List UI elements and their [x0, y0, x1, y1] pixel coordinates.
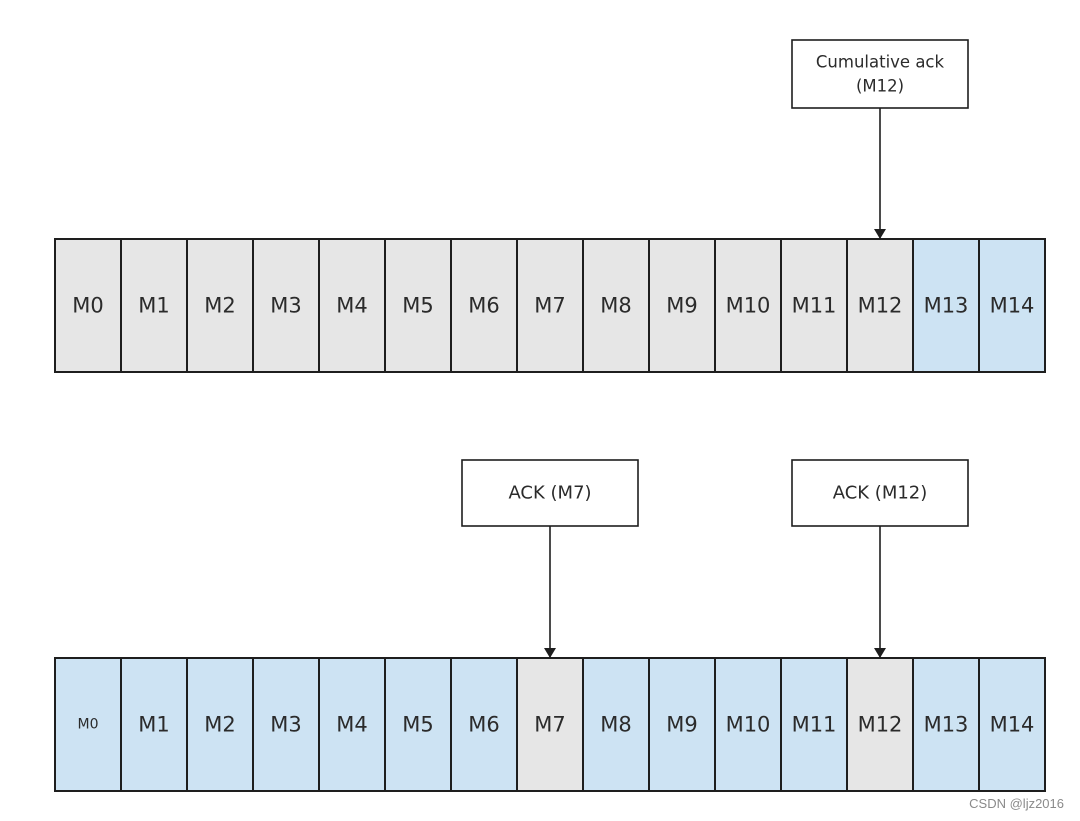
top-row-cell-label: M3	[270, 294, 301, 318]
watermark: CSDN @ljz2016	[969, 796, 1064, 811]
bottom-row-cell-m2	[186, 657, 254, 792]
top-row-cell-label: M7	[534, 294, 565, 318]
top-row-cell-label: M1	[138, 294, 169, 318]
bottom-row-cell-label: M13	[924, 713, 969, 737]
top-row-cell-m8	[582, 238, 650, 373]
top-row-cell-m1	[120, 238, 188, 373]
top-row-cell-m2	[186, 238, 254, 373]
top-row-callout-0-label: (M12)	[856, 77, 904, 96]
bottom-row-cell-m1	[120, 657, 188, 792]
top-row-cell-label: M5	[402, 294, 433, 318]
individual-ack-row-group: M0 M1 M2 M3 M4 M5 M6 M7 M8 M9 M10 M11 M12 M13 M14 ACK (…	[54, 459, 1046, 792]
bottom-row-cell-label: M14	[990, 713, 1035, 737]
bottom-row-cell-label: M11	[792, 713, 837, 737]
top-row-cell-label: M13	[924, 294, 969, 318]
bottom-row-cell-m13	[912, 657, 980, 792]
top-row-cell-m4	[318, 238, 386, 373]
bottom-row-callout-1-label: ACK (M12)	[833, 483, 928, 504]
top-row-cell-label: M14	[990, 294, 1035, 318]
bottom-row-cell-label: M9	[666, 713, 697, 737]
top-row-cell-m14	[978, 238, 1046, 373]
bottom-row-cell-m3	[252, 657, 320, 792]
top-row-cell-label: M12	[858, 294, 903, 318]
bottom-row-cell-label: M1	[138, 713, 169, 737]
top-row-cell-m11	[780, 238, 848, 373]
top-row-cell-m6	[450, 238, 518, 373]
bottom-row-cell-label: M10	[726, 713, 771, 737]
bottom-row-cell-m10	[714, 657, 782, 792]
top-row-cell-label: M8	[600, 294, 631, 318]
bottom-row-cell-label: M5	[402, 713, 433, 737]
bottom-row-cell-label: M7	[534, 713, 565, 737]
bottom-row-cell-label: M8	[600, 713, 631, 737]
bottom-row-callout-0-box	[461, 459, 639, 527]
top-row-callout-0-box	[791, 39, 969, 109]
bottom-row-cell-label: M3	[270, 713, 301, 737]
bottom-row-cell-label: M4	[336, 713, 367, 737]
top-row-cell-m13	[912, 238, 980, 373]
bottom-row-cell-m7	[516, 657, 584, 792]
top-row-cell-m0	[54, 238, 122, 373]
bottom-row-cell-m14	[978, 657, 1046, 792]
top-row-cell-label: M2	[204, 294, 235, 318]
top-row-cell-label: M10	[726, 294, 771, 318]
bottom-row-cell-label: M2	[204, 713, 235, 737]
bottom-row-cell-label: M6	[468, 713, 499, 737]
bottom-row-cell-m8	[582, 657, 650, 792]
cumulative-ack-row-group: M0 M1 M2 M3 M4 M5 M6 M7 M8 M9 M10 M11 M12 M13 M14 Cumul…	[54, 39, 1046, 373]
bottom-row-cell-m12	[846, 657, 914, 792]
bottom-row-cell-m0	[54, 657, 122, 792]
top-row-cell-m9	[648, 238, 716, 373]
bottom-row-cell-m4	[318, 657, 386, 792]
top-row-cell-label: M4	[336, 294, 367, 318]
top-row-cell-label: M11	[792, 294, 837, 318]
bottom-row-callout-0-label: ACK (M7)	[508, 483, 591, 504]
top-row-cell-m12	[846, 238, 914, 373]
bottom-row-cell-label: M12	[858, 713, 903, 737]
top-row-cell-label: M6	[468, 294, 499, 318]
top-row-cell-m5	[384, 238, 452, 373]
top-row-cell-label: M9	[666, 294, 697, 318]
top-row-callout-0-label: Cumulative ack	[816, 53, 945, 72]
top-row-cell-m7	[516, 238, 584, 373]
bottom-row-cell-m5	[384, 657, 452, 792]
bottom-row-cell-label: M0	[78, 717, 99, 733]
top-row-cell-label: M0	[72, 294, 103, 318]
bottom-row-cell-m11	[780, 657, 848, 792]
